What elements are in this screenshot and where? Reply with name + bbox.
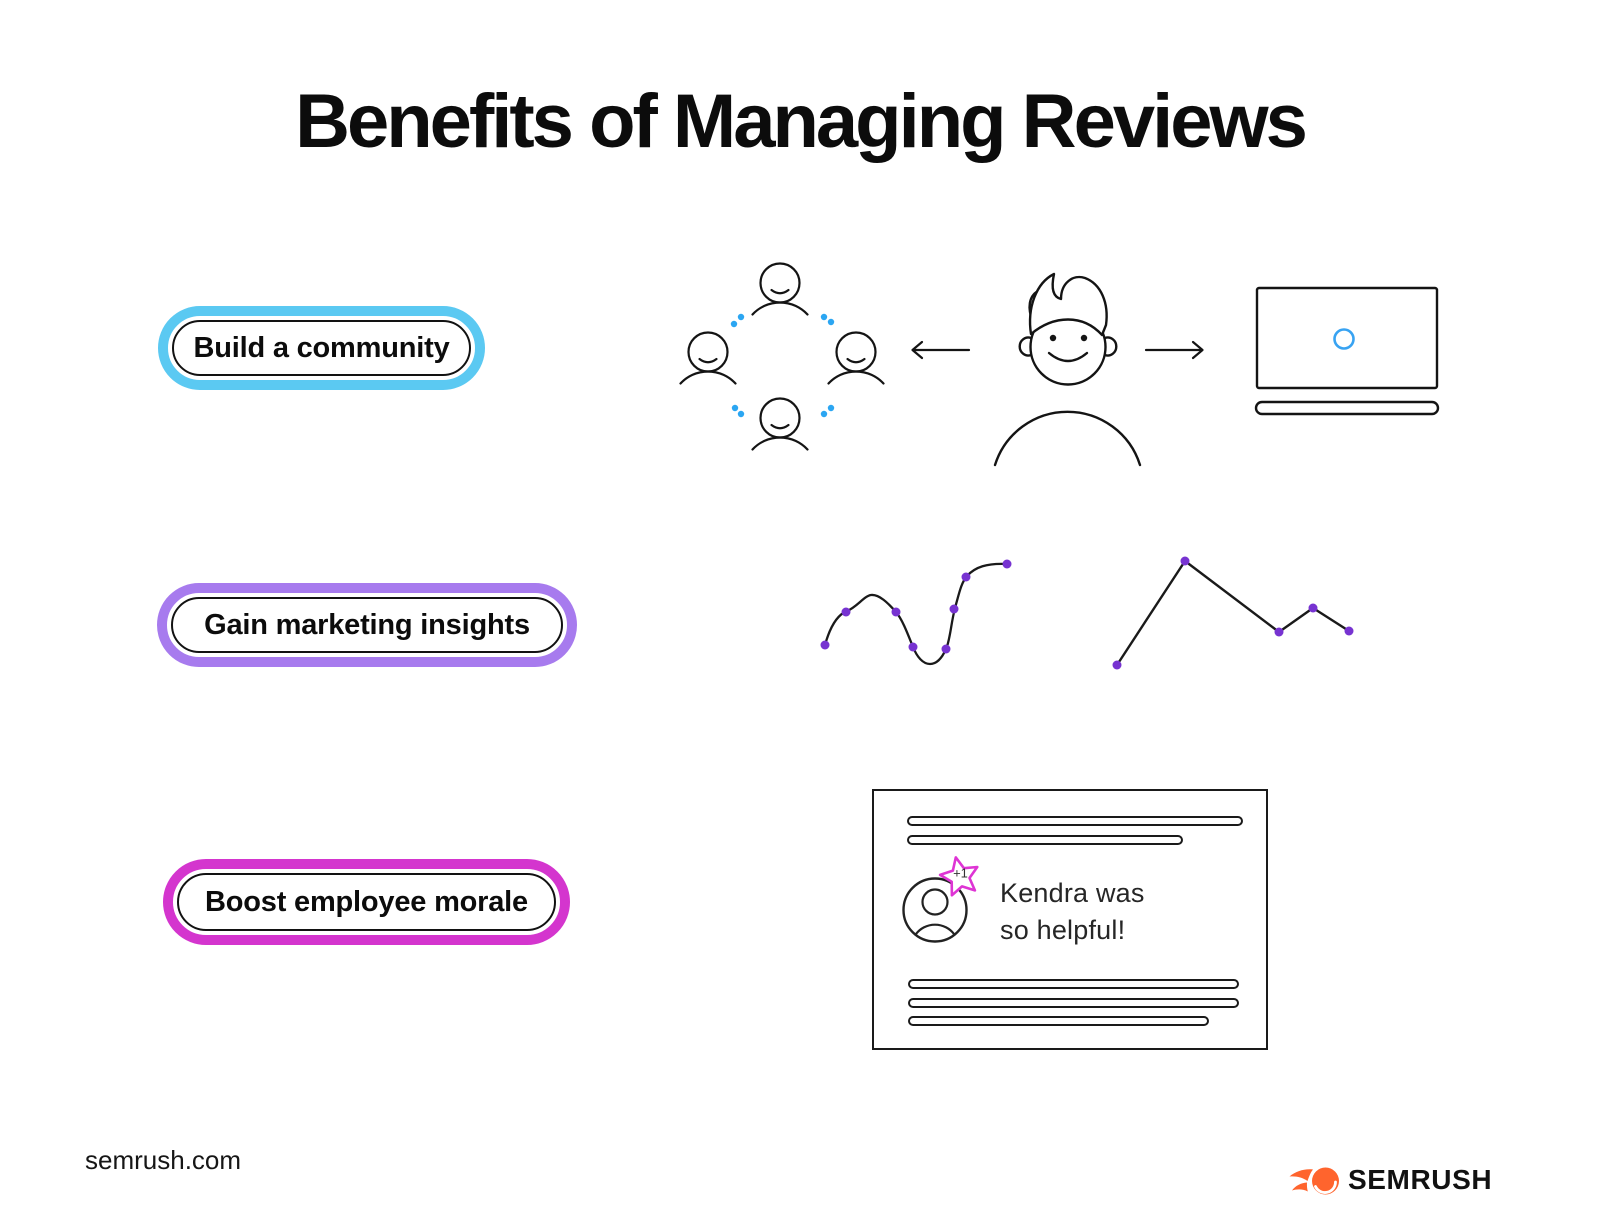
placeholder-text-bar: [908, 1016, 1209, 1026]
placeholder-text-bar: [907, 816, 1243, 826]
benefit-label-marketing-insights: Gain marketing insights: [204, 608, 530, 641]
star-badge-count: +1: [953, 866, 968, 881]
zigzag-trend-chart: [1112, 556, 1354, 670]
page-title: Benefits of Managing Reviews: [295, 79, 1308, 164]
star-icon: [938, 856, 979, 897]
review-text-line-2: so helpful!: [1000, 915, 1126, 945]
reviewer-avatar: [902, 877, 968, 943]
placeholder-text-bar: [908, 998, 1239, 1008]
community-people-icon: [679, 262, 885, 451]
benefit-pill-inner: Gain marketing insights: [171, 597, 563, 653]
benefit-pill-inner: Build a community: [172, 320, 471, 376]
benefit-label-build-community: Build a community: [193, 331, 450, 364]
plus-one-star-badge: +1: [938, 856, 979, 897]
arrow-left-icon: [911, 340, 971, 360]
laptop-icon: [1254, 286, 1440, 416]
benefit-pill-employee-morale: Boost employee morale: [163, 859, 570, 945]
review-text-line-1: Kendra was: [1000, 878, 1145, 908]
benefit-pill-build-community: Build a community: [158, 306, 485, 390]
review-text: Kendra was so helpful!: [1000, 875, 1145, 949]
benefit-label-employee-morale: Boost employee morale: [205, 885, 528, 918]
person-face-icon: [993, 272, 1142, 467]
semrush-logo-icon: [1289, 1167, 1339, 1195]
review-card: +1 Kendra was so helpful!: [872, 789, 1268, 1050]
arrow-right-icon: [1144, 340, 1204, 360]
network-dots: [730, 313, 835, 418]
semrush-logo-text: SEMRUSH: [1348, 1164, 1493, 1195]
footer-site-url: semrush.com: [85, 1145, 242, 1175]
benefit-pill-inner: Boost employee morale: [177, 873, 556, 931]
placeholder-text-bar: [908, 979, 1239, 989]
wavy-trend-chart: [820, 559, 1012, 666]
placeholder-text-bar: [907, 835, 1183, 845]
laptop-screen-dot: [1333, 328, 1355, 350]
benefit-pill-marketing-insights: Gain marketing insights: [157, 583, 577, 667]
